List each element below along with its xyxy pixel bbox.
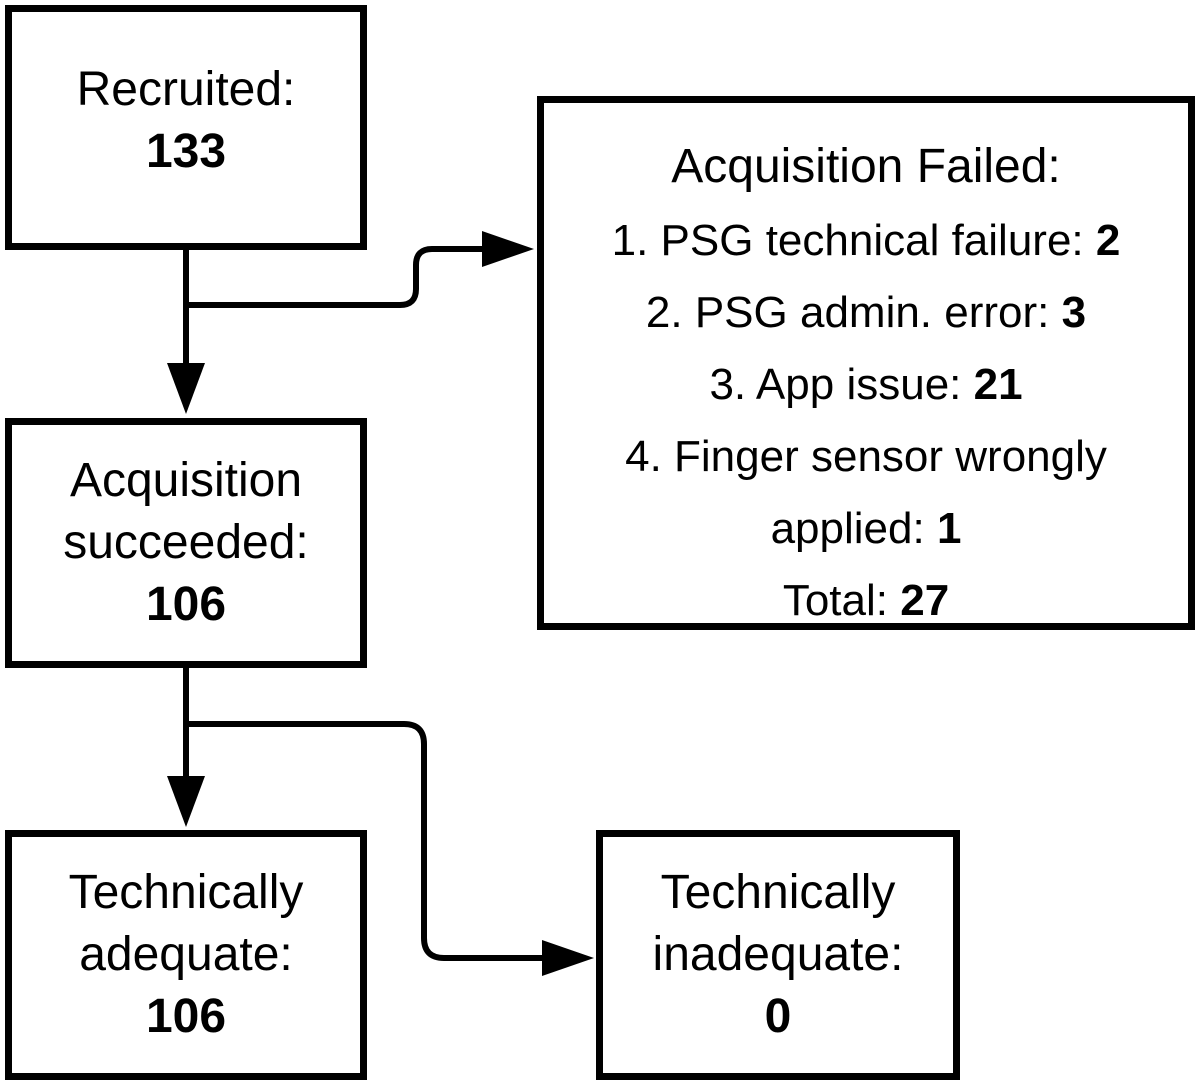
arrow-recruited-to-failed [186, 246, 485, 308]
succeeded-count: 106 [145, 578, 227, 631]
failed-item-text: 4. Finger sensor wrongly [625, 432, 1107, 481]
failed-total-count: 27 [900, 576, 950, 625]
failed-item-count: 2 [1095, 216, 1121, 265]
failed-item-count: 1 [936, 504, 962, 553]
failed-item-text: 1. PSG technical failure: [611, 216, 1096, 265]
failed-title: Acquisition Failed: [671, 140, 1061, 193]
inadequate-label-line1: Technically [660, 866, 896, 919]
failed-item-continuation-text: applied: [770, 504, 937, 553]
adequate-label-line1: Technically [68, 866, 304, 919]
failed-item-count: 21 [973, 360, 1023, 409]
technically-adequate-box: Technically adequate: 106 [5, 830, 367, 1080]
failed-item-continuation: applied: 1 [771, 493, 962, 565]
succeeded-label-line2: succeeded: [63, 516, 309, 569]
recruited-box: Recruited: 133 [5, 5, 367, 250]
recruited-count: 133 [145, 124, 227, 178]
recruited-label: Recruited: [76, 62, 296, 116]
adequate-count: 106 [145, 990, 227, 1043]
succeeded-label-line1: Acquisition [69, 454, 303, 507]
failed-item-text: 3. App issue: [709, 360, 974, 409]
failed-total-label: Total: [782, 576, 901, 625]
failed-item-text: 2. PSG admin. error: [645, 288, 1062, 337]
technically-inadequate-box: Technically inadequate: 0 [596, 830, 960, 1080]
inadequate-label-line2: inadequate: [652, 928, 904, 981]
acquisition-failed-box: Acquisition Failed: 1. PSG technical fai… [537, 96, 1195, 630]
arrowhead-inadequate [542, 940, 594, 976]
arrowhead-failed [482, 231, 534, 267]
acquisition-succeeded-box: Acquisition succeeded: 106 [5, 418, 367, 668]
failed-total: Total: 27 [783, 565, 949, 637]
failed-item: 3. App issue: 21 [709, 349, 1022, 421]
failed-item: 2. PSG admin. error: 3 [646, 277, 1086, 349]
adequate-label-line2: adequate: [79, 928, 293, 981]
failed-item: 1. PSG technical failure: 2 [612, 205, 1121, 277]
arrowhead-adequate [167, 776, 205, 827]
failed-item-count: 3 [1061, 288, 1087, 337]
arrowhead-succeeded [167, 363, 205, 414]
failed-item: 4. Finger sensor wrongly [625, 421, 1107, 493]
arrow-succeeded-to-inadequate [186, 721, 545, 961]
inadequate-count: 0 [764, 990, 792, 1043]
